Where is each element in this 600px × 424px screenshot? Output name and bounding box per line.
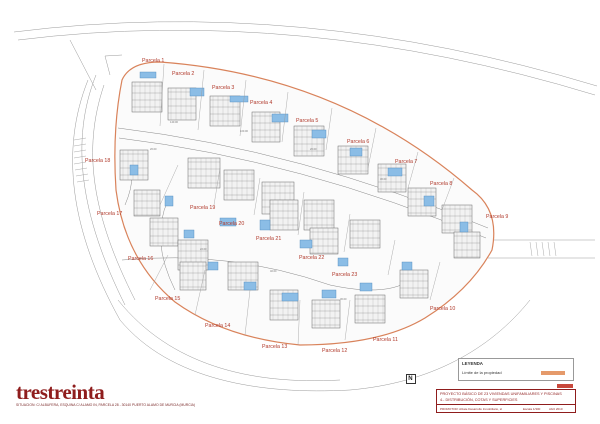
parcel-label-3: Parcela 3 [212, 85, 234, 91]
pool-6 [349, 147, 363, 157]
dimension-label: 40.00 [270, 269, 277, 273]
house-27 [309, 227, 339, 255]
house-24 [399, 269, 429, 299]
house-16 [349, 219, 381, 249]
legend: LEYENDA Límite de la propiedad [458, 358, 574, 381]
house-26 [269, 199, 299, 231]
house-10 [453, 231, 481, 259]
pool-22 [337, 257, 349, 267]
title-block: PROYECTO BÁSICO DE 23 VIVIENDAS UNIFAMIL… [436, 384, 576, 413]
pool-15 [207, 261, 219, 271]
dimension-label: 30.00 [340, 297, 347, 301]
dimension-label: 30.00 [380, 177, 387, 181]
parcel-label-22: Parcela 22 [299, 255, 324, 261]
parcel-label-12: Parcela 12 [322, 348, 347, 354]
pool-8 [423, 195, 435, 207]
parcel-label-11: Parcela 11 [373, 337, 398, 343]
parcel-label-13: Parcela 13 [262, 344, 287, 350]
house-21 [269, 289, 299, 321]
sheet-marker [557, 384, 573, 388]
brand-logo: trestreinta [16, 380, 105, 404]
road-markings [73, 137, 557, 257]
pool-7 [387, 167, 403, 177]
house-13 [223, 169, 255, 201]
pool-13 [281, 292, 299, 302]
legend-swatch [541, 371, 565, 375]
parcel-label-1: Parcela 1 [142, 58, 164, 64]
pool-1 [139, 71, 157, 79]
pools [129, 71, 469, 302]
parcel-label-8: Parcela 8 [430, 181, 452, 187]
pool-19 [219, 217, 237, 227]
pool-14 [243, 281, 257, 291]
legend-title: LEYENDA [462, 360, 483, 366]
house-17 [133, 189, 161, 217]
house-15 [303, 199, 335, 231]
pool-12 [321, 289, 337, 299]
house-7 [377, 163, 407, 193]
pool-21 [299, 239, 313, 249]
pool-17 [164, 195, 174, 207]
dimension-label: 20.00 [310, 147, 317, 151]
legend-item-label: Límite de la propiedad [462, 370, 502, 375]
pool-16 [183, 229, 195, 239]
pool-20 [259, 219, 271, 231]
dimension-label: 100.00 [240, 129, 248, 133]
parcel-label-5: Parcela 5 [296, 118, 318, 124]
parcel-label-15: Parcela 15 [155, 296, 180, 302]
parcel-dividers [149, 63, 455, 346]
parcel-label-6: Parcela 6 [347, 139, 369, 145]
parcel-label-4: Parcela 4 [250, 100, 272, 106]
parcel-label-21: Parcela 21 [256, 236, 281, 242]
dimension-label: 20.00 [150, 147, 157, 151]
brand-subtitle: SITUACION: C/ ALBUFERA, ESQUINA C/ ALAMO… [16, 403, 195, 407]
house-25 [179, 261, 207, 291]
parcel-label-10: Parcela 10 [430, 306, 455, 312]
dimension-labels: 140.00 100.00 20.00 30.00 22.00 40.00 30.00 20.… [150, 120, 387, 301]
scale: Escala 1/300 [523, 407, 541, 411]
house-8 [407, 187, 437, 217]
house-23 [354, 294, 386, 324]
pool-10 [401, 261, 413, 271]
house-18 [149, 217, 179, 247]
parcel-label-16: Parcela 16 [128, 256, 153, 262]
pool-9 [459, 221, 469, 233]
context-roads [13, 21, 598, 392]
house-22 [311, 299, 341, 329]
sheet-title: 4.- DISTRIBUCIÓN, COTAS Y SUPERFICIES [440, 398, 518, 402]
house-12 [187, 157, 221, 189]
date: Abril 2010 [549, 407, 563, 411]
parcel-label-14: Parcela 14 [205, 323, 230, 329]
house-1 [131, 81, 163, 113]
pool-3 [229, 95, 249, 103]
pool-2 [189, 87, 205, 97]
parcel-label-7: Parcela 7 [395, 159, 417, 165]
parcel-label-2: Parcela 2 [172, 71, 194, 77]
parcel-label-9: Parcela 9 [486, 214, 508, 220]
parcel-label-18: Parcela 18 [85, 158, 110, 164]
pool-5 [311, 129, 327, 139]
parcel-label-19: Parcela 19 [190, 205, 215, 211]
parcel-label-23: Parcela 23 [332, 272, 357, 278]
pool-11 [359, 282, 373, 292]
parcel-labels: Parcela 1 Parcela 2 Parcela 3 Parcela 4 Parc… [85, 58, 508, 354]
north-arrow-icon: N [406, 374, 416, 384]
parcel-label-20: Parcela 20 [219, 221, 244, 227]
north-label: N [408, 375, 413, 382]
dimension-label: 22.00 [200, 247, 207, 251]
dimension-label: 140.00 [170, 120, 178, 124]
pool-18 [129, 164, 139, 176]
parcel-label-17: Parcela 17 [97, 211, 122, 217]
pool-4 [271, 113, 289, 123]
title-block-footer: PROMOTOR: Alzate Desarrollo Inmobiliario… [437, 404, 575, 413]
promotor: PROMOTOR: Alzate Desarrollo Inmobiliario… [440, 407, 502, 411]
project-title: PROYECTO BÁSICO DE 23 VIVIENDAS UNIFAMIL… [440, 392, 562, 396]
